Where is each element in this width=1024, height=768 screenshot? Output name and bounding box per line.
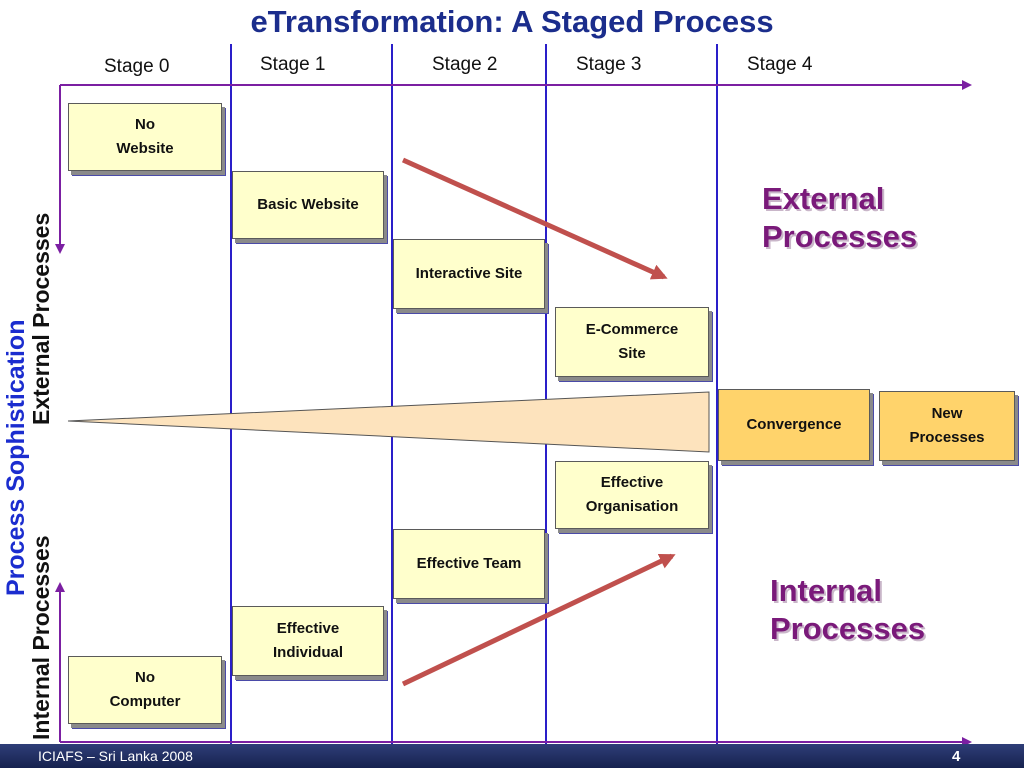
box-effective-organisation-line-2: Organisation <box>585 498 679 515</box>
external-processes-axis-label: External Processes <box>28 212 54 425</box>
box-effective-team-label: Effective Team <box>416 555 522 572</box>
box-ecommerce-site-line-1: E-Commerce <box>585 321 679 338</box>
internal-processes-label-line-1: Internal <box>770 573 882 608</box>
internal-processes-label-line-2: Processes <box>770 611 926 646</box>
process-sophistication-axis-label: Process Sophistication <box>2 319 30 596</box>
internal-processes-label: Internal Processes <box>770 572 925 648</box>
box-basic-website: Basic Website <box>232 171 384 239</box>
stage-label-4: Stage 4 <box>747 54 813 75</box>
box-effective-individual-line-1: Effective <box>276 620 340 637</box>
box-effective-team: Effective Team <box>393 529 545 599</box>
external-trend-arrow <box>401 157 668 280</box>
box-effective-organisation-line-1: Effective <box>600 474 664 491</box>
box-no-computer-line-2: Computer <box>109 693 181 710</box>
internal-processes-axis-label: Internal Processes <box>28 535 54 740</box>
box-basic-website-label: Basic Website <box>257 196 359 213</box>
stage-label-3: Stage 3 <box>576 54 642 75</box>
box-new-processes-line-1: New <box>931 405 963 422</box>
box-effective-organisation: Effective Organisation <box>555 461 709 529</box>
stage-label-1: Stage 1 <box>260 54 326 75</box>
box-interactive-site: Interactive Site <box>393 239 545 309</box>
external-processes-label: External Processes <box>762 180 917 256</box>
footer-bar: ICIAFS – Sri Lanka 2008 4 <box>0 744 1024 768</box>
external-processes-label-line-2: Processes <box>762 219 918 254</box>
footer-text: ICIAFS – Sri Lanka 2008 <box>38 748 193 764</box>
box-no-website: No Website <box>68 103 222 171</box>
box-ecommerce-site-line-2: Site <box>618 345 646 362</box>
box-interactive-site-label: Interactive Site <box>415 265 523 282</box>
page-number: 4 <box>952 748 961 765</box>
external-processes-label-line-1: External <box>762 181 885 216</box>
stage-label-2: Stage 2 <box>432 54 498 75</box>
box-no-website-line-1: No <box>135 116 155 133</box>
convergence-wedge <box>67 391 710 453</box>
box-new-processes-line-2: Processes <box>909 429 985 446</box>
box-effective-individual-line-2: Individual <box>272 644 343 661</box>
box-no-computer-line-1: No <box>135 669 155 686</box>
page-title: eTransformation: A Staged Process <box>250 4 774 39</box>
box-convergence: Convergence <box>718 389 870 461</box>
box-new-processes: New Processes <box>879 391 1015 461</box>
box-no-computer: No Computer <box>68 656 222 724</box>
box-ecommerce-site: E-Commerce Site <box>555 307 709 377</box>
box-convergence-label: Convergence <box>746 416 842 433</box>
box-effective-individual: Effective Individual <box>232 606 384 676</box>
box-no-website-line-2: Website <box>116 140 174 157</box>
internal-trend-arrow <box>401 553 676 687</box>
stage-label-0: Stage 0 <box>104 56 170 77</box>
